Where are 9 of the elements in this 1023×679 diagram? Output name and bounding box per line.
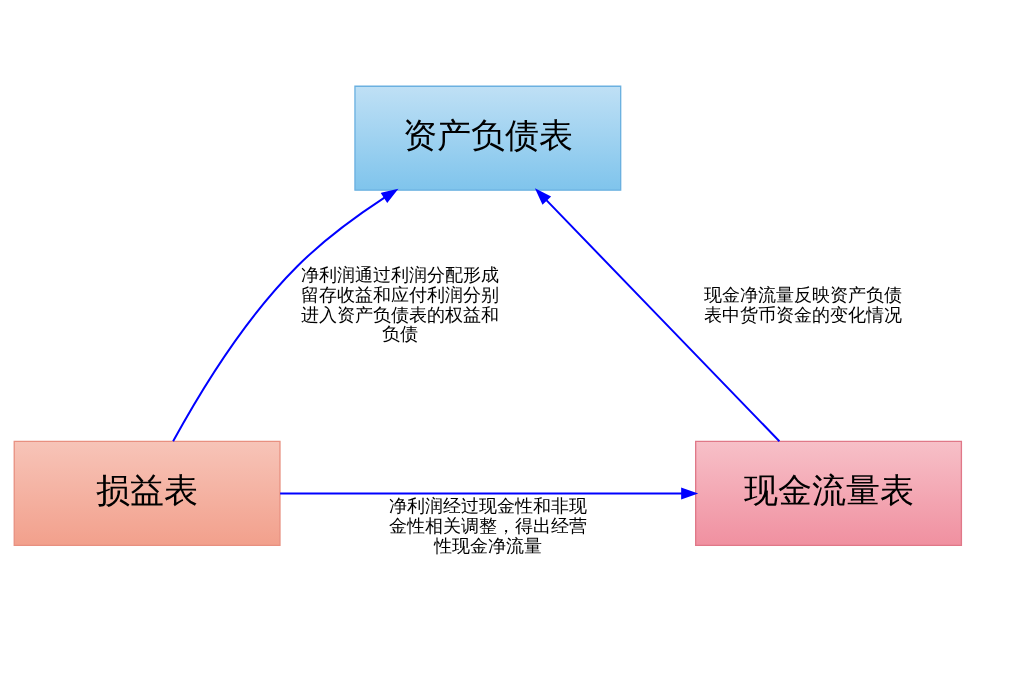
node-box: 资产负债表 xyxy=(354,85,622,191)
node-box: 现金流量表 xyxy=(695,440,963,547)
arrow xyxy=(534,188,781,443)
arrow xyxy=(279,487,699,500)
edge-label: 现金净流量反映资产负债表中货币资金的变化情况 xyxy=(703,283,902,325)
edge-label: 净利润经过现金性和非现金性相关调整，得出经营性现金净流量 xyxy=(388,495,587,556)
edge-label: 净利润通过利润分配形成留存收益和应付利润分别进入资产负债表的权益和负债 xyxy=(301,264,500,345)
node-box: 损益表 xyxy=(13,440,281,547)
arrow xyxy=(172,188,399,443)
